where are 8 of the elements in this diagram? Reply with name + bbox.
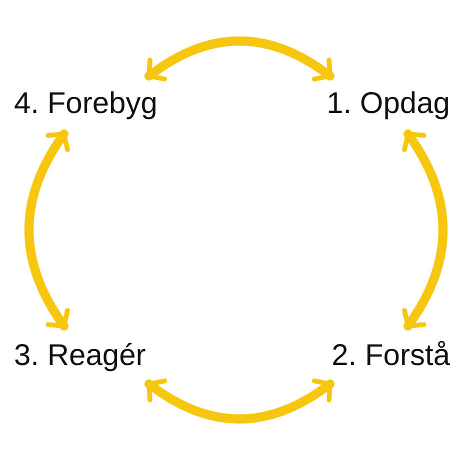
step-label: 3. Reagér (14, 339, 146, 373)
step-label: 1. Opdag (326, 87, 450, 121)
curved-double-arrow (401, 130, 448, 330)
step-label: 4. Forebyg (14, 87, 158, 121)
curved-double-arrow (144, 36, 334, 82)
curved-double-arrow (144, 378, 334, 424)
curved-double-arrow (24, 130, 71, 330)
step-label: 2. Forstå (332, 339, 450, 373)
